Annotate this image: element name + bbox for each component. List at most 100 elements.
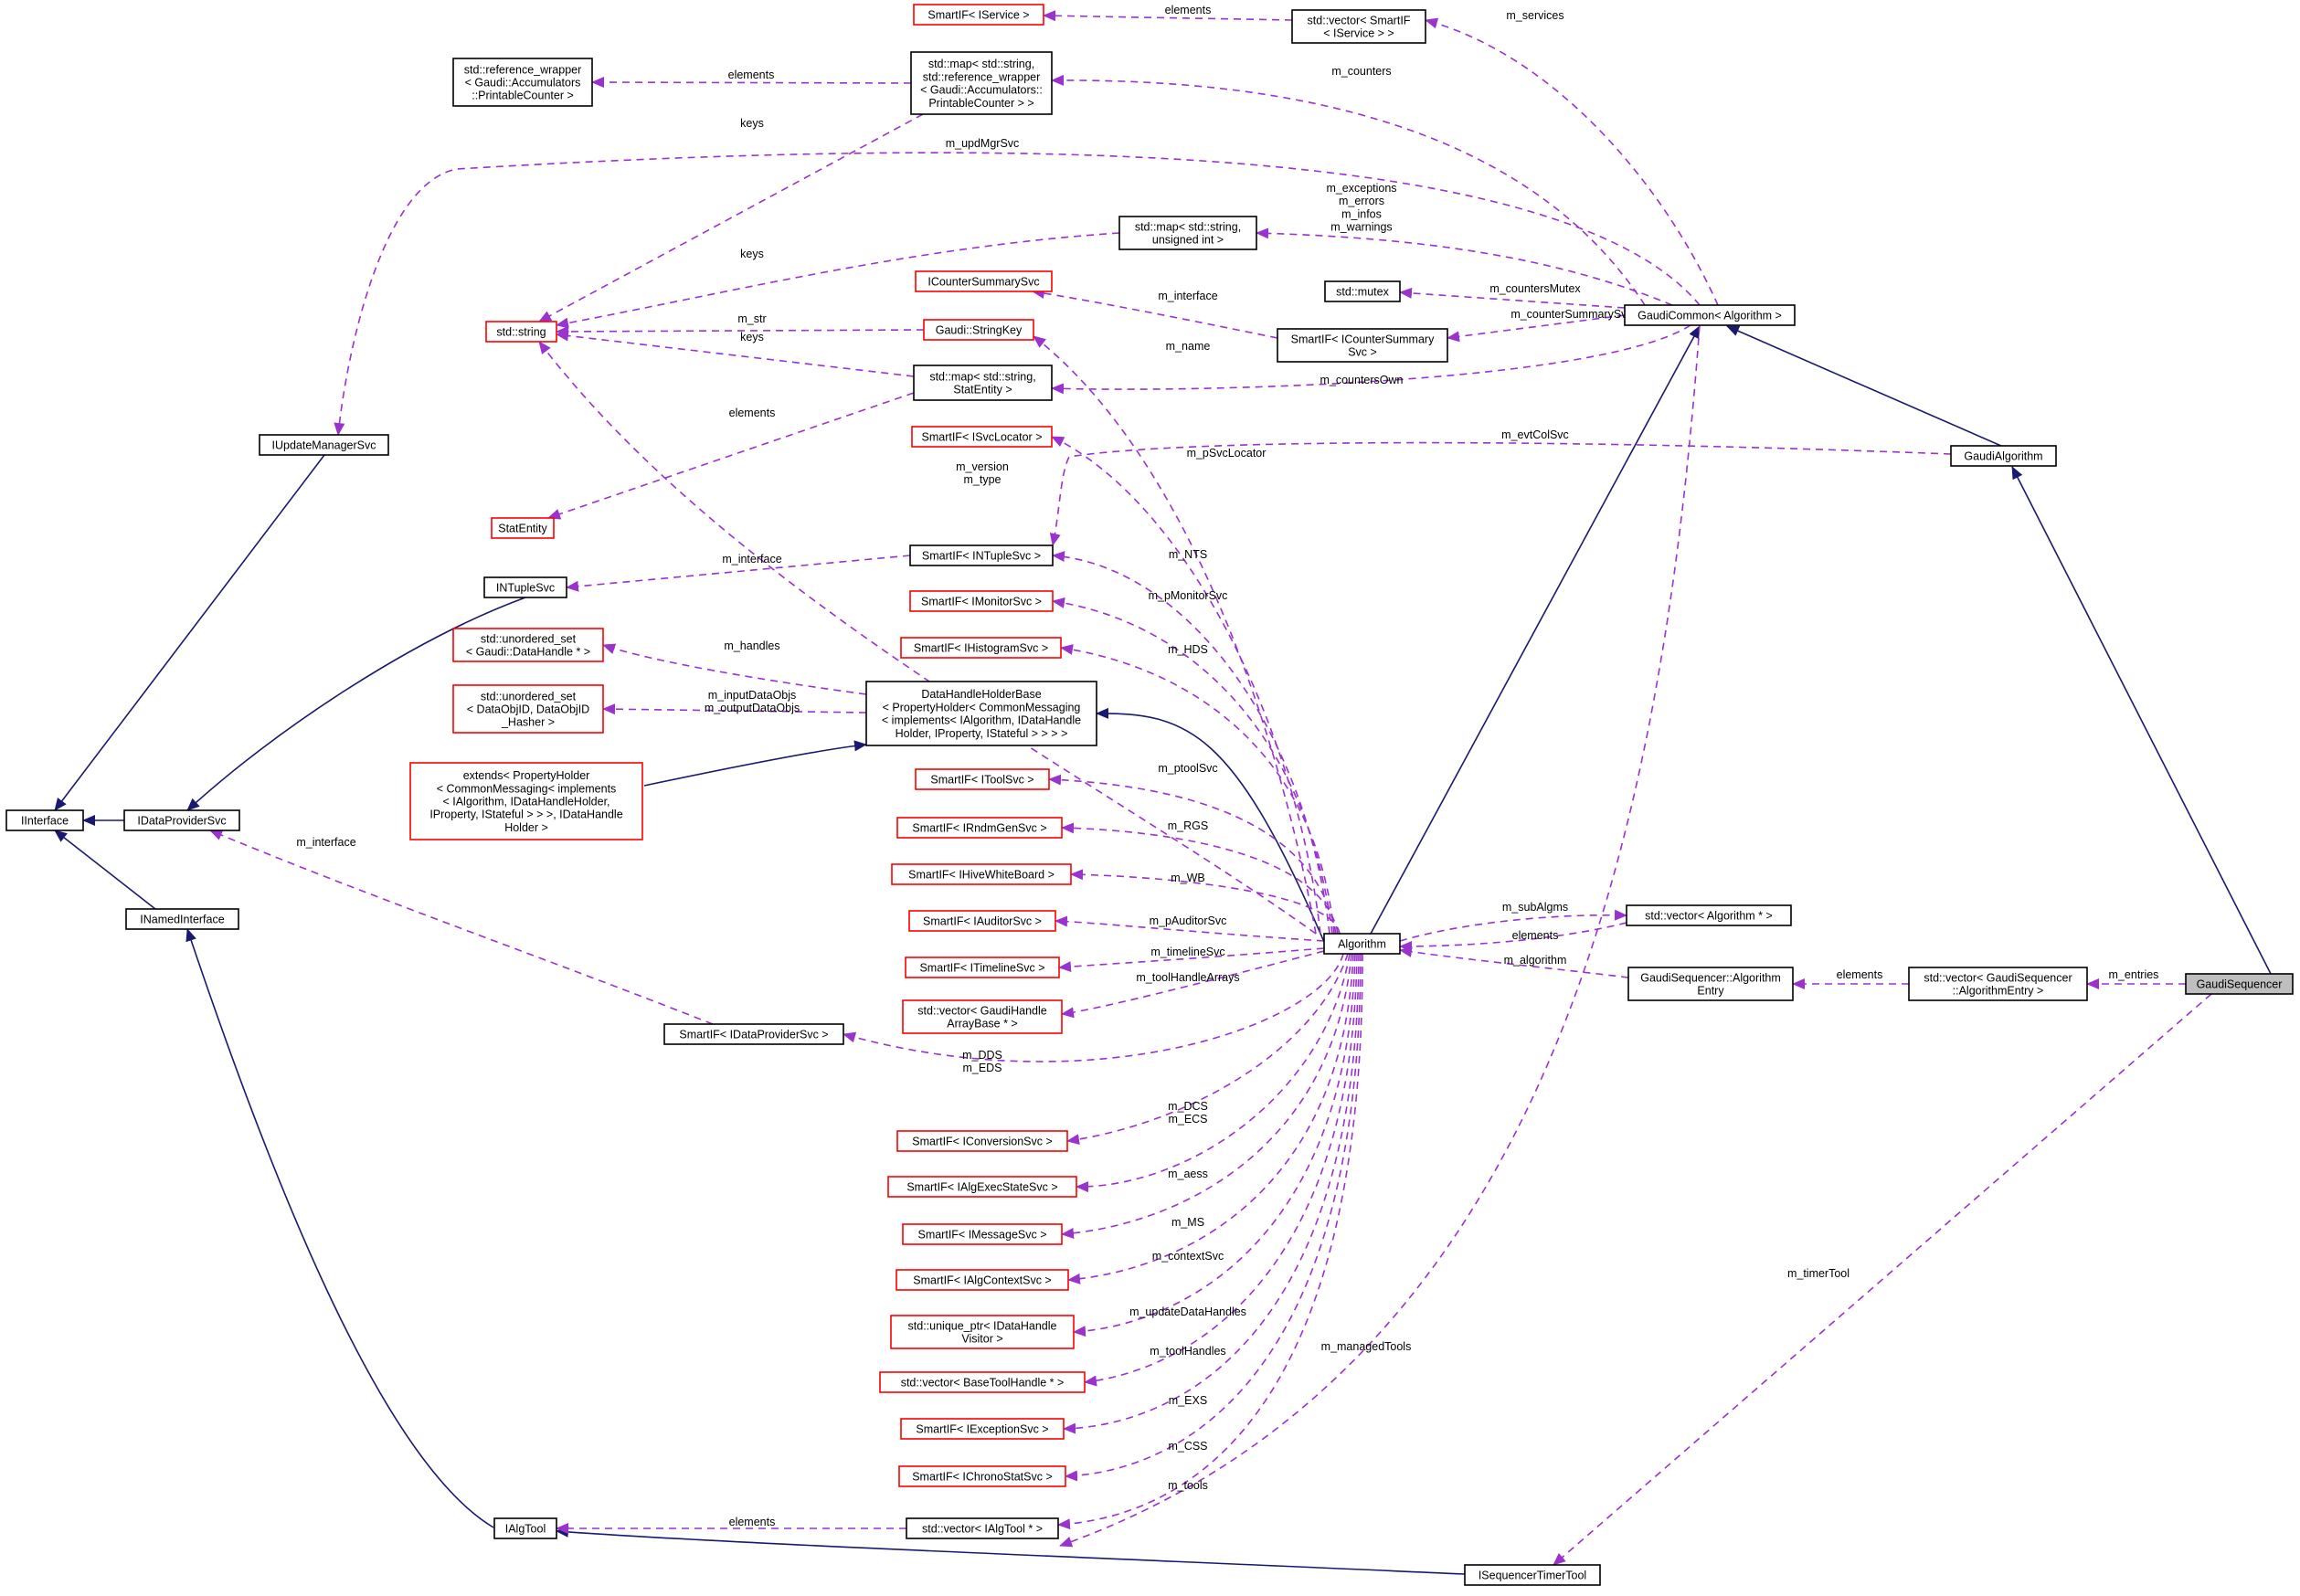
class-node-box (915, 270, 1053, 292)
class-node-mapuint[interactable]: std::map< std::string,unsigned int > (1118, 216, 1257, 250)
class-node-vecialgtool[interactable]: std::vector< IAlgTool * > (906, 1517, 1059, 1539)
class-node-sdataprov[interactable]: SmartIF< IDataProviderSvc > (663, 1023, 844, 1045)
class-node-label: GaudiAlgorithm (1964, 450, 2042, 463)
class-node-idataprov[interactable]: IDataProviderSvc (123, 809, 240, 831)
class-node-stimeline[interactable]: SmartIF< ITimelineSvc > (905, 957, 1060, 978)
class-node-sctx[interactable]: SmartIF< IAlgContextSvc > (896, 1269, 1069, 1291)
class-node-label: < PropertyHolder< CommonMessaging (883, 701, 1081, 713)
class-node-iseqtimer[interactable]: ISequencerTimerTool (1464, 1564, 1601, 1586)
class-node-label: std::vector< SmartIF (1308, 14, 1411, 26)
class-node-gaudiseq[interactable]: GaudiSequencer (2185, 973, 2294, 995)
class-node-smonitor[interactable]: SmartIF< IMonitorSvc > (909, 590, 1054, 612)
class-node-label: INamedInterface (140, 914, 224, 926)
class-node-sicss[interactable]: SmartIF< ICounterSummarySvc > (1277, 328, 1448, 363)
edge-label: m_countersOwn (1320, 374, 1403, 386)
class-node-label: SmartIF< IAlgContextSvc > (913, 1274, 1051, 1287)
class-node-extends[interactable]: extends< PropertyHolder< CommonMessaging… (409, 762, 643, 840)
usage-edge (1065, 953, 1362, 1482)
class-node-label: SmartIF< IConversionSvc > (912, 1136, 1053, 1148)
class-node-label: IInterface (21, 815, 69, 828)
edge-label: m_toolHandleArrays (1136, 971, 1239, 984)
class-node-stringkey[interactable]: Gaudi::StringKey (923, 319, 1034, 341)
class-node-ntuplesvc[interactable]: INTupleSvc (483, 576, 567, 598)
class-node-label: DataHandleHolderBase (921, 688, 1041, 701)
class-node-label: ArrayBase * > (947, 1018, 1017, 1031)
class-node-box (259, 434, 389, 456)
edge-label: m_version (956, 460, 1009, 473)
edge-label: m_subAlgms (1502, 901, 1568, 914)
class-node-refwrap[interactable]: std::reference_wrapper< Gaudi::Accumulat… (452, 58, 593, 107)
usage-edge (556, 232, 1120, 329)
class-node-ics[interactable]: ICounterSummarySvc (915, 270, 1053, 292)
edge-label: m_RGS (1168, 819, 1208, 832)
usage-edge (1061, 953, 1352, 1239)
class-node-algorithm[interactable]: Algorithm (1323, 933, 1401, 955)
class-node-dhhb[interactable]: DataHandleHolderBase< PropertyHolder< Co… (865, 681, 1097, 746)
edge-label: m_counterSummarySvc (1510, 308, 1632, 321)
class-node-stoolsvc[interactable]: SmartIF< IToolSvc > (915, 768, 1050, 790)
usage-edge (1049, 441, 1952, 546)
class-node-mapcounter[interactable]: std::map< std::string,std::reference_wra… (910, 51, 1053, 115)
class-node-sintuple[interactable]: SmartIF< INTupleSvc > (909, 544, 1054, 566)
usage-edge (1076, 953, 1351, 1193)
class-node-label: std::reference_wrapper (464, 63, 582, 76)
class-node-box (896, 817, 1063, 839)
edge-label: m_managedTools (1321, 1340, 1412, 1353)
class-node-stdstring[interactable]: std::string (485, 321, 557, 343)
class-node-salgexec[interactable]: SmartIF< IAlgExecStateSvc > (887, 1176, 1077, 1198)
edge-label: m_MS (1171, 1216, 1204, 1229)
class-node-gaudialg[interactable]: GaudiAlgorithm (1950, 445, 2057, 467)
class-node-label: SmartIF< IService > (927, 9, 1029, 22)
edge-label: keys (740, 331, 764, 344)
class-node-label: IProperty, IStateful > > >, IDataHandle (429, 809, 622, 821)
class-node-gaudicommon[interactable]: GaudiCommon< Algorithm > (1624, 304, 1796, 326)
usage-edge (1061, 822, 1339, 935)
class-node-statentity[interactable]: StatEntity (491, 517, 555, 539)
usage-edge (1057, 953, 1363, 1530)
usage-edge (1048, 774, 1337, 935)
class-node-shisto[interactable]: SmartIF< IHistogramSvc > (900, 637, 1062, 659)
class-node-label: < DataObjID, DataObjID (467, 703, 589, 716)
class-node-uset2[interactable]: std::unordered_set< DataObjID, DataObjID… (452, 684, 604, 734)
edge-label: m_infos (1341, 207, 1382, 220)
edge-label: m_type (964, 473, 1002, 486)
edge-label: m_entries (2109, 968, 2159, 981)
class-node-gsae[interactable]: GaudiSequencer::AlgorithmEntry (1627, 967, 1794, 1001)
class-node-sconv[interactable]: SmartIF< IConversionSvc > (896, 1130, 1068, 1152)
class-node-vecgse[interactable]: std::vector< GaudiSequencer::AlgorithmEn… (1908, 967, 2088, 1001)
usage-edge (602, 643, 867, 695)
class-node-box (123, 809, 240, 831)
edge-label: m_timelineSvc (1150, 946, 1224, 958)
class-node-label: StatEntity (498, 523, 547, 535)
class-node-box (493, 1517, 557, 1539)
class-node-iupdate[interactable]: IUpdateManagerSvc (259, 434, 389, 456)
class-node-schrono[interactable]: SmartIF< IChronoStatSvc > (898, 1465, 1066, 1487)
class-node-shive[interactable]: SmartIF< IHiveWhiteBoard > (891, 863, 1072, 885)
class-node-srndm[interactable]: SmartIF< IRndmGenSvc > (896, 817, 1063, 839)
class-node-box (896, 1269, 1069, 1291)
inheritance-edge (185, 928, 494, 1528)
class-node-vecalg[interactable]: std::vector< Algorithm * > (1626, 904, 1792, 926)
class-node-mutex[interactable]: std::mutex (1324, 280, 1401, 302)
class-node-vecsvc[interactable]: std::vector< SmartIF< IService > > (1291, 9, 1426, 44)
class-node-inamed[interactable]: INamedInterface (125, 908, 239, 930)
class-node-sauditor[interactable]: SmartIF< IAuditorSvc > (908, 910, 1056, 932)
class-node-isvcloc[interactable]: SmartIF< ISvcLocator > (911, 426, 1053, 448)
class-node-vecbth[interactable]: std::vector< BaseToolHandle * > (879, 1371, 1086, 1393)
class-node-smsg[interactable]: SmartIF< IMessageSvc > (902, 1223, 1063, 1245)
class-node-mapstat[interactable]: std::map< std::string,StatEntity > (913, 365, 1053, 401)
class-node-iinterface[interactable]: IInterface (5, 809, 84, 831)
usage-edge (1055, 915, 1325, 942)
class-node-iservice[interactable]: SmartIF< IService > (913, 4, 1044, 26)
class-node-ialgtool[interactable]: IAlgTool (493, 1517, 557, 1539)
usage-edge (1043, 10, 1293, 22)
class-node-label: Svc > (1348, 346, 1377, 359)
class-node-label: Entry (1697, 985, 1724, 998)
class-node-uset1[interactable]: std::unordered_set< Gaudi::DataHandle * … (452, 628, 604, 662)
class-node-box (1950, 445, 2057, 467)
class-node-sexc[interactable]: SmartIF< IExceptionSvc > (900, 1418, 1065, 1440)
edge-label: m_warnings (1330, 221, 1392, 234)
class-node-label: std::vector< GaudiHandle (917, 1004, 1046, 1017)
